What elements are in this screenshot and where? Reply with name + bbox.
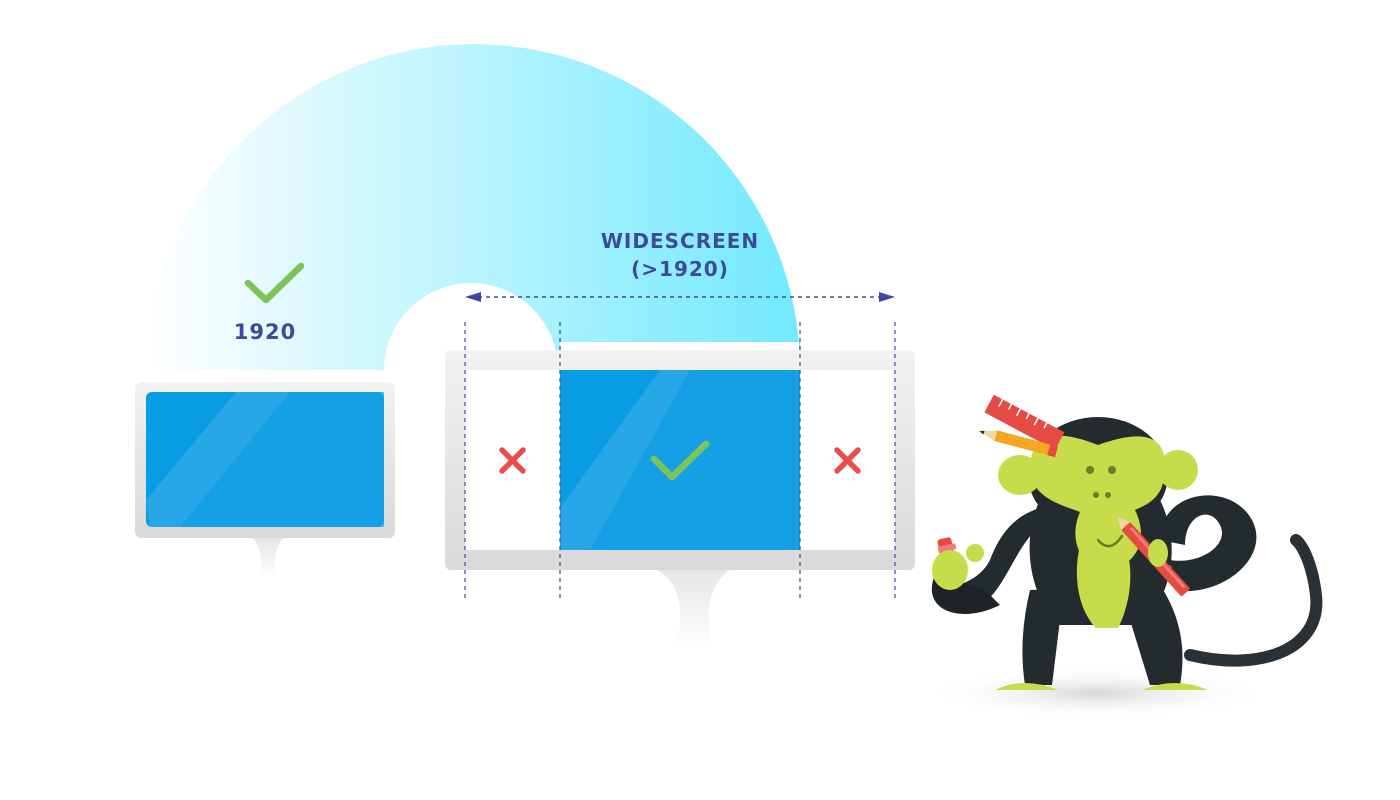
monkey-mascot-illustration xyxy=(923,394,1323,719)
monkey-nostril-left xyxy=(1093,492,1099,498)
monkey-nostril-right xyxy=(1105,492,1111,498)
monkey-foot-right xyxy=(1142,683,1208,690)
monkey-ear-right xyxy=(1158,450,1198,490)
standard-monitor xyxy=(135,382,395,578)
screen-glare-inner xyxy=(180,392,384,527)
monkey-eye-left xyxy=(1086,466,1094,474)
pencil-icon xyxy=(979,430,1058,458)
widescreen-monitor xyxy=(445,350,915,648)
monkey-eye-right xyxy=(1108,466,1116,474)
standard-width-label: 1920 xyxy=(233,320,297,344)
double-arrow-icon xyxy=(465,292,895,302)
monkey-foot-left xyxy=(995,683,1058,690)
cross-icon xyxy=(499,447,526,474)
dashed-guides xyxy=(464,322,896,602)
arc-band xyxy=(148,44,800,371)
monitor-stand xyxy=(252,538,284,578)
ruler-icon xyxy=(984,394,1065,450)
monkey-tail xyxy=(1184,534,1323,667)
widescreen-label: WIDESCREEN (>1920) xyxy=(575,227,785,283)
check-icon xyxy=(650,440,710,481)
widescreen-range: (>1920) xyxy=(631,257,729,281)
monkey-hand-left xyxy=(932,550,968,590)
center-screen-glare-inner xyxy=(590,370,800,550)
monkey-arm-right xyxy=(1160,495,1257,592)
ground-shadow xyxy=(923,667,1273,719)
widescreen-stand xyxy=(658,570,730,648)
monkey-smile xyxy=(1096,534,1124,548)
check-icon xyxy=(244,262,305,304)
widescreen-title: WIDESCREEN xyxy=(600,229,760,253)
cross-icon xyxy=(834,447,861,474)
monkey-hand-right xyxy=(1148,539,1168,567)
monkey-thumb-left xyxy=(966,544,984,562)
